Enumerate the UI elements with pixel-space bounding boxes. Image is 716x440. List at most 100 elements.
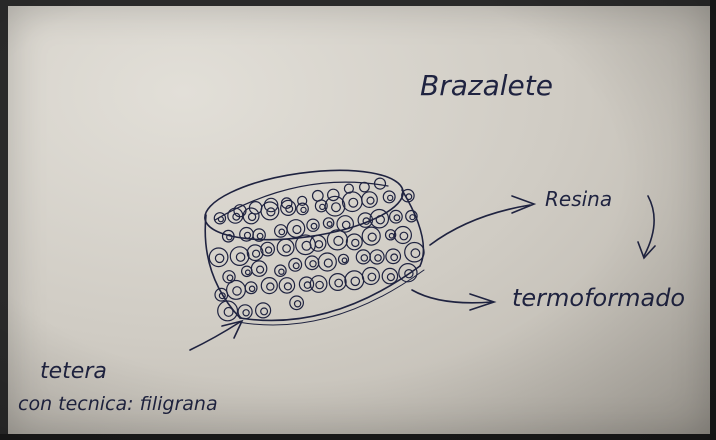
filigree-inner-circle bbox=[334, 236, 343, 245]
filigree-inner-circle bbox=[400, 232, 408, 240]
filigree-inner-circle bbox=[361, 255, 367, 261]
filigree-circle bbox=[215, 288, 228, 301]
title-brazalete: Brazalete bbox=[420, 69, 553, 102]
filigree-circle bbox=[370, 250, 384, 264]
filigree-circle bbox=[346, 234, 362, 250]
filigree-inner-circle bbox=[236, 253, 244, 261]
filigree-inner-circle bbox=[327, 222, 332, 227]
filigree-inner-circle bbox=[368, 273, 376, 281]
filigree-inner-circle bbox=[315, 241, 322, 248]
bracelet-drawing bbox=[201, 159, 424, 325]
filigree-rim-circle bbox=[298, 196, 307, 205]
filigree-inner-circle bbox=[388, 195, 393, 200]
filigree-circle bbox=[261, 202, 279, 220]
filigree-circle bbox=[251, 261, 266, 276]
filigree-inner-circle bbox=[295, 301, 301, 307]
filigree-inner-circle bbox=[324, 259, 332, 267]
filigree-inner-circle bbox=[343, 221, 350, 228]
filigree-inner-circle bbox=[349, 198, 358, 207]
filigree-circle bbox=[310, 235, 326, 251]
filigree-circle bbox=[289, 258, 302, 271]
filigree-inner-circle bbox=[387, 274, 394, 281]
filigree-circle bbox=[390, 210, 403, 223]
label-resina: Resina bbox=[545, 187, 612, 211]
filigree-inner-circle bbox=[335, 279, 343, 287]
filigree-inner-circle bbox=[351, 277, 359, 285]
filigree-circle bbox=[290, 296, 304, 310]
filigree-circle bbox=[256, 303, 271, 318]
filigree-inner-circle bbox=[391, 254, 398, 261]
filigree-inner-circle bbox=[283, 245, 291, 253]
filigree-circle bbox=[227, 281, 246, 300]
label-tetera: tetera bbox=[40, 359, 107, 384]
filigree-circle bbox=[362, 268, 379, 285]
filigree-inner-circle bbox=[286, 206, 293, 213]
filigree-circle bbox=[356, 250, 370, 264]
filigree-circle bbox=[318, 253, 336, 271]
filigree-inner-circle bbox=[257, 266, 264, 273]
filigree-inner-circle bbox=[245, 232, 251, 238]
filigree-inner-circle bbox=[320, 204, 325, 209]
filigree-circle bbox=[261, 242, 275, 256]
filigree-circle bbox=[343, 192, 363, 212]
filigree-inner-circle bbox=[367, 197, 374, 204]
filigree-circle bbox=[362, 227, 380, 245]
filigree-circle bbox=[279, 278, 294, 293]
filigree-circle bbox=[287, 220, 305, 238]
filigree-circle bbox=[305, 256, 319, 270]
filigree-inner-circle bbox=[375, 255, 381, 261]
filigree-inner-circle bbox=[279, 229, 285, 235]
filigree-circles bbox=[209, 178, 424, 321]
filigree-rim-circle bbox=[313, 191, 324, 202]
filigree-inner-circle bbox=[301, 207, 306, 212]
filigree-circle bbox=[228, 208, 243, 223]
filigree-inner-circle bbox=[310, 261, 316, 267]
filigree-inner-circle bbox=[227, 275, 233, 281]
filigree-inner-circle bbox=[279, 269, 284, 274]
filigree-circle bbox=[209, 248, 228, 267]
filigree-inner-circle bbox=[352, 239, 359, 246]
filigree-inner-circle bbox=[233, 287, 241, 295]
filigree-inner-circle bbox=[304, 282, 310, 288]
filigree-inner-circle bbox=[266, 247, 272, 253]
filigree-inner-circle bbox=[410, 215, 415, 220]
filigree-inner-circle bbox=[342, 258, 347, 263]
filigree-inner-circle bbox=[246, 270, 251, 275]
filigree-inner-circle bbox=[215, 254, 223, 262]
arrow-to-tetera bbox=[190, 322, 240, 350]
filigree-circle bbox=[345, 271, 364, 290]
filigree-inner-circle bbox=[218, 217, 223, 222]
filigree-circle bbox=[261, 278, 277, 294]
filigree-inner-circle bbox=[243, 310, 249, 316]
filigree-inner-circle bbox=[311, 223, 317, 229]
filigree-inner-circle bbox=[368, 233, 376, 241]
filigree-circle bbox=[362, 192, 378, 208]
arrow-to-termoformado bbox=[412, 290, 492, 303]
filigree-inner-circle bbox=[293, 226, 301, 234]
filigree-inner-circle bbox=[394, 215, 400, 221]
filigree-circle bbox=[405, 243, 424, 262]
label-termoformado: termoformado bbox=[512, 284, 685, 312]
arrow-resina-to-termoformado bbox=[644, 196, 654, 256]
label-tecnica: con tecnica: filigrana bbox=[18, 393, 218, 415]
filigree-inner-circle bbox=[224, 308, 233, 317]
filigree-inner-circle bbox=[253, 250, 260, 257]
filigree-inner-circle bbox=[406, 194, 412, 200]
filigree-circle bbox=[386, 249, 401, 264]
filigree-circle bbox=[383, 191, 395, 203]
filigree-inner-circle bbox=[261, 308, 268, 315]
filigree-inner-circle bbox=[257, 233, 263, 239]
filigree-inner-circle bbox=[332, 203, 341, 212]
filigree-circle bbox=[307, 219, 319, 231]
filigree-circle bbox=[394, 227, 411, 244]
filigree-circle bbox=[327, 230, 347, 250]
filigree-inner-circle bbox=[249, 286, 254, 291]
filigree-inner-circle bbox=[293, 263, 299, 269]
filigree-inner-circle bbox=[267, 283, 274, 290]
filigree-rim-circle bbox=[328, 189, 339, 200]
filigree-circle bbox=[230, 247, 249, 266]
filigree-inner-circle bbox=[389, 234, 394, 239]
filigree-circle bbox=[310, 276, 327, 293]
